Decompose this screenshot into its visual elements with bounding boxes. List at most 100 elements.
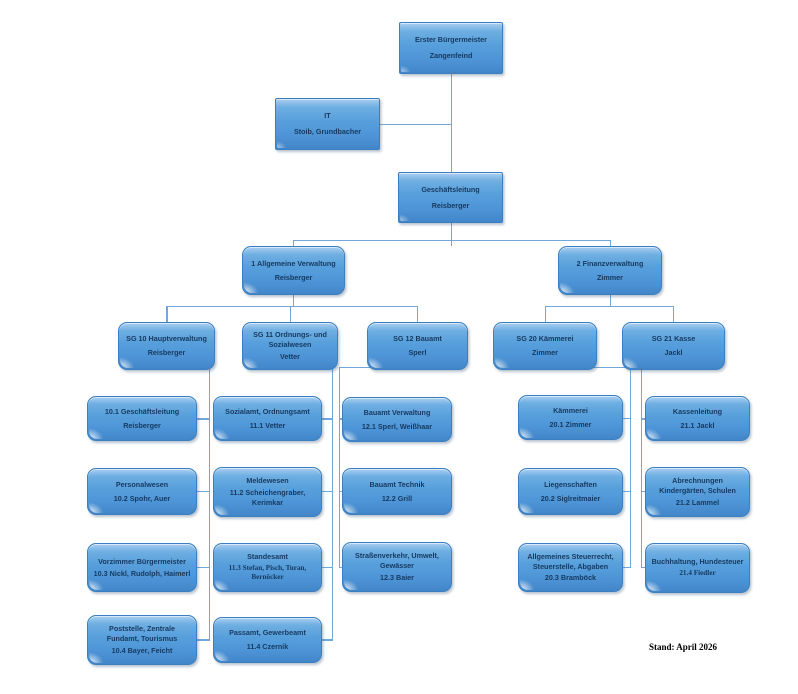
stand-date-label: Stand: April 2026 <box>649 642 718 652</box>
connector <box>544 305 546 323</box>
node-names: Zangenfeind <box>429 51 473 60</box>
connector <box>192 639 210 641</box>
node-names: Zimmer <box>532 348 558 357</box>
connector <box>331 365 333 641</box>
node-title: SG 20 Kämmerei <box>516 334 574 344</box>
org-node-20-2: Liegenschaften 20.2 Siglreitmaier <box>518 468 623 515</box>
node-names: 10.2 Spohr, Auer <box>113 493 171 503</box>
node-title: IT <box>324 111 331 121</box>
node-names: Reisberger <box>123 420 161 430</box>
node-title: SG 10 Hauptverwaltung <box>126 334 207 344</box>
org-node-20-1: Kämmerei 20.1 Zimmer <box>518 395 623 440</box>
org-node-12-3: Straßenverkehr, Umwelt, Gewässer 12.3 Ba… <box>342 542 452 592</box>
node-names: Reisberger <box>431 200 470 210</box>
connector <box>640 365 642 568</box>
org-node-10-1: 10.1 Geschäftsleitung Reisberger <box>87 396 197 441</box>
connector <box>338 366 340 568</box>
node-names: 12.3 Baier <box>380 572 414 582</box>
org-node-11-1: Sozialamt, Ordnungsamt 11.1 Vetter <box>213 396 322 441</box>
node-names: Sperl <box>408 348 427 357</box>
connector <box>292 239 294 247</box>
org-node-11-2: Meldewesen 11.2 Scheichengraber, Kerimka… <box>213 467 322 517</box>
node-title: SG 11 Ordnungs- und Sozialwesen <box>253 330 327 350</box>
connector <box>450 74 452 172</box>
connector <box>609 295 611 306</box>
node-names: 20.2 Siglreitmaier <box>540 493 601 503</box>
org-node-sg20: SG 20 Kämmerei Zimmer <box>493 322 597 370</box>
node-names: 20.3 Bramböck <box>544 573 597 583</box>
node-names: Jackl <box>664 348 683 357</box>
node-names: 12.2 Grill <box>381 493 413 503</box>
connector <box>317 490 333 492</box>
node-names: 11.4 Czernik <box>246 642 289 651</box>
node-title: Straßenverkehr, Umwelt, Gewässer <box>355 551 439 571</box>
node-title: Standesamt <box>247 551 288 561</box>
node-title: Buchhaltung, Hundesteuer <box>651 557 744 567</box>
connector <box>289 305 291 323</box>
node-title: SG 21 Kasse <box>651 334 696 344</box>
node-names: 10.4 Bayer, Feicht <box>111 645 173 655</box>
node-title: Sozialamt, Ordnungsamt <box>225 406 310 416</box>
connector <box>380 123 451 125</box>
org-node-geschaeftsleitung: Geschäftsleitung Reisberger <box>398 172 503 223</box>
node-names: 11.3 Stefan, Pisch, Turan, Bernöcker <box>228 563 307 582</box>
connector <box>208 365 210 640</box>
node-title: 2 Finanzverwaltung <box>576 258 644 268</box>
node-title: 10.1 Geschäftsleitung <box>104 406 180 416</box>
org-node-sg10: SG 10 Hauptverwaltung Reisberger <box>118 322 215 370</box>
org-node-12-2: Bauamt Technik 12.2 Grill <box>342 468 452 515</box>
connector <box>450 223 452 246</box>
node-title: Meldewesen <box>246 476 289 486</box>
connector <box>672 305 674 323</box>
connector <box>617 566 631 568</box>
connector <box>617 490 631 492</box>
org-node-21-1: Kassenleitung 21.1 Jackl <box>645 396 750 441</box>
org-node-sg12: SG 12 Bauamt Sperl <box>367 322 468 370</box>
node-title: Allgemeines Steuerrecht, Steuerstelle, A… <box>527 551 614 571</box>
org-node-erster-buergermeister: Erster Bürgermeister Zangenfeind <box>399 22 503 74</box>
org-node-10-4: Poststelle, Zentrale Fundamt, Tourismus … <box>87 615 197 665</box>
connector <box>317 418 333 420</box>
node-names: 21.2 Lammel <box>675 497 720 507</box>
node-names: Reisberger <box>147 348 186 357</box>
org-node-21-2: Abrechnungen Kindergärten, Schulen 21.2 … <box>645 467 750 517</box>
node-names: 11.2 Scheichengraber, Kerimkar <box>229 488 306 507</box>
node-title: Bauamt Technik <box>369 479 425 489</box>
node-names: 12.1 Sperl, Weißhaar <box>361 421 433 431</box>
connector <box>292 295 294 306</box>
org-node-allgemeine-verwaltung: 1 Allgemeine Verwaltung Reisberger <box>242 246 345 295</box>
connector <box>317 639 333 641</box>
node-title: Abrechnungen Kindergärten, Schulen <box>659 476 736 496</box>
node-title: Geschäftsleitung <box>421 184 480 194</box>
node-title: Passamt, Gewerbeamt <box>229 628 306 638</box>
node-title: Vorzimmer Bürgermeister <box>98 556 186 566</box>
org-node-10-2: Personalwesen 10.2 Spohr, Auer <box>87 468 197 515</box>
node-names: Stoib, Grundbacher <box>293 127 362 136</box>
node-names: 11.1 Vetter <box>249 420 286 430</box>
org-node-20-3: Allgemeines Steuerrecht, Steuerstelle, A… <box>518 543 623 592</box>
node-title: Erster Bürgermeister <box>415 35 487 45</box>
connector <box>617 417 631 419</box>
connector <box>192 490 210 492</box>
node-title: Liegenschaften <box>544 479 597 489</box>
org-node-it: IT Stoib, Grundbacher <box>275 98 380 150</box>
org-node-11-3: Standesamt 11.3 Stefan, Pisch, Turan, Be… <box>213 543 322 592</box>
org-node-12-1: Bauamt Verwaltung 12.1 Sperl, Weißhaar <box>342 397 452 442</box>
node-title: SG 12 Bauamt <box>393 334 442 344</box>
org-node-21-4: Buchhaltung, Hundesteuer 21.4 Fiedler <box>645 543 750 593</box>
node-names: 20.1 Zimmer <box>549 419 592 429</box>
node-title: 1 Allgemeine Verwaltung <box>251 258 336 268</box>
node-names: Reisberger <box>274 272 313 282</box>
node-names: 21.1 Jackl <box>680 420 715 430</box>
org-node-11-4: Passamt, Gewerbeamt 11.4 Czernik <box>213 617 322 663</box>
connector <box>317 566 333 568</box>
node-title: Kämmerei <box>553 405 588 415</box>
org-node-sg21: SG 21 Kasse Jackl <box>622 322 725 370</box>
connector <box>192 566 210 568</box>
connector <box>192 418 210 420</box>
node-title: Kassenleitung <box>672 406 723 416</box>
node-names: Vetter <box>280 351 300 361</box>
connector <box>629 366 631 568</box>
connector <box>609 239 611 247</box>
node-title: Personalwesen <box>115 479 169 489</box>
